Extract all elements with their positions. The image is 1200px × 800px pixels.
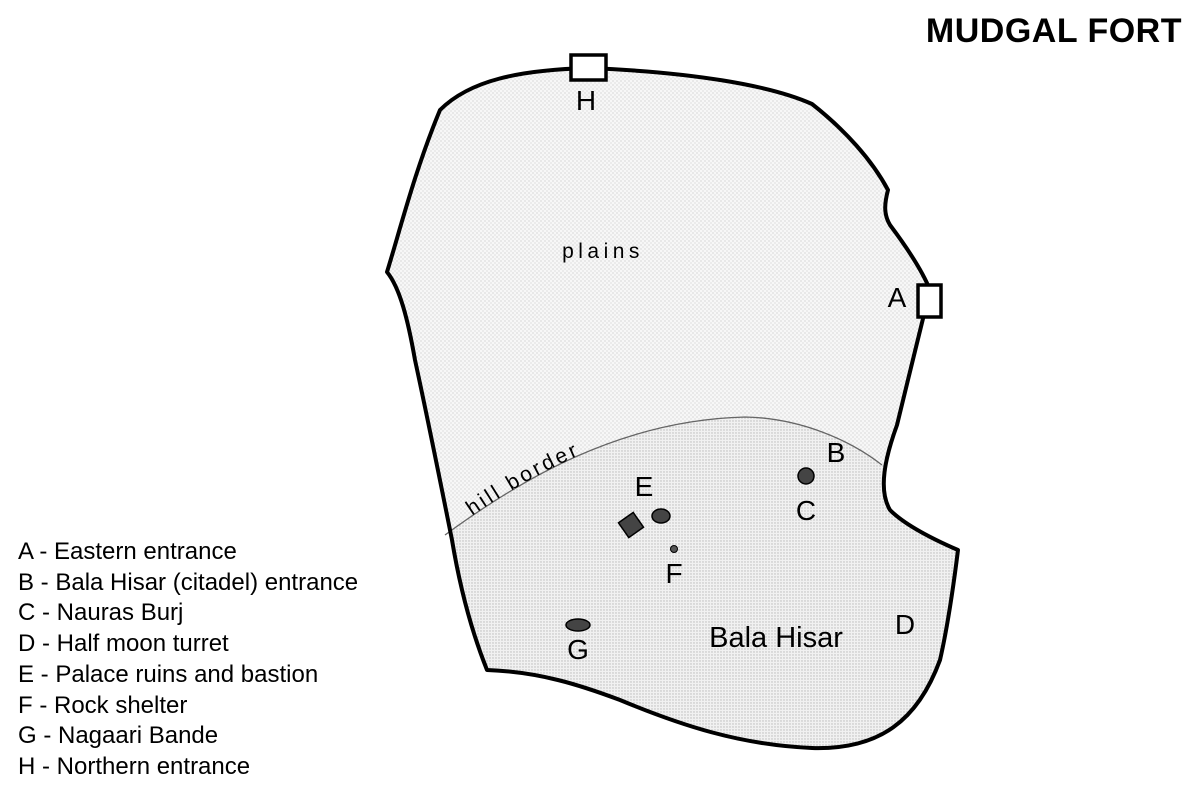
legend-item-g: G - Nagaari Bande: [18, 722, 219, 750]
map-legend: A - Eastern entrance B - Bala Hisar (cit…: [18, 537, 358, 783]
marker-label-d: D: [895, 609, 915, 640]
nauras-burj-marker: [797, 467, 815, 485]
marker-label-a: A: [888, 282, 907, 313]
eastern-entrance-gate: [916, 283, 943, 319]
marker-label-b: B: [827, 437, 846, 468]
bastion-marker: [617, 511, 645, 539]
fort-wall: [385, 66, 960, 751]
legend-item-h: H - Northern entrance: [18, 752, 251, 780]
legend-item-d: D - Half moon turret: [18, 630, 229, 658]
map-title: MUDGAL FORT: [925, 12, 1182, 50]
rock-shelter-marker: [670, 545, 678, 553]
marker-label-f: F: [665, 558, 682, 589]
hill-border-line: [444, 416, 883, 536]
legend-item-a: A - Eastern entrance: [18, 538, 237, 565]
legend-item-f: F - Rock shelter: [18, 691, 188, 719]
marker-label-h: H: [576, 85, 596, 116]
marker-label-e: E: [635, 471, 654, 502]
nagaari-bande-marker: [565, 618, 591, 632]
legend-item-c: C - Nauras Burj: [18, 599, 184, 627]
legend-item-b: B - Bala Hisar (citadel) entrance: [18, 568, 359, 596]
marker-label-g: G: [567, 634, 589, 665]
legend-item-e: E - Palace ruins and bastion: [18, 660, 319, 688]
northern-entrance-gate: [569, 53, 608, 82]
marker-label-c: C: [796, 495, 816, 526]
palace-ruins-marker: [651, 508, 671, 524]
bala-hisar-label: Bala Hisar: [709, 622, 843, 654]
plains-label: plains: [562, 240, 644, 263]
